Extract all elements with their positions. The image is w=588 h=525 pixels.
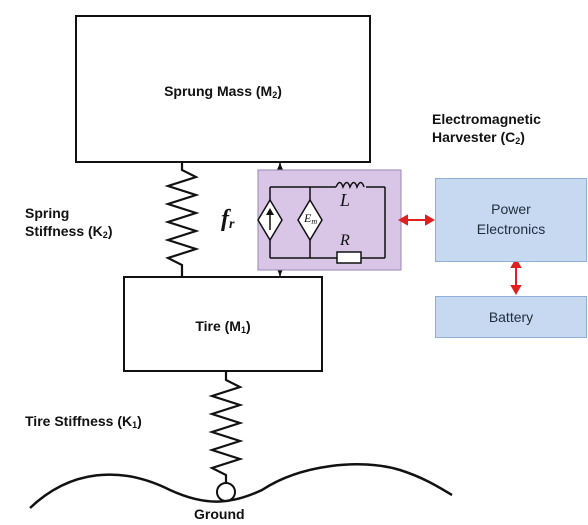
tire-block: Tire (M1)	[123, 276, 323, 372]
tire-label: Tire (M1)	[195, 318, 251, 335]
sprung-mass-block: Sprung Mass (M2)	[75, 15, 371, 163]
inductor	[335, 181, 365, 190]
inductor-label: L	[340, 190, 351, 210]
battery-block: Battery	[435, 296, 587, 338]
spring-k1	[208, 372, 244, 484]
harvester-label: Electromagnetic Harvester (C2)	[432, 111, 541, 146]
power-electronics-line1: Power	[491, 201, 531, 217]
power-electronics-line2: Electronics	[476, 221, 546, 237]
resistor-label: R	[340, 232, 350, 249]
emf-label: Em	[304, 211, 318, 226]
force-symbol: fr	[221, 206, 235, 232]
ground-curve	[29, 463, 453, 509]
sprung-mass-label: Sprung Mass (M2)	[164, 83, 282, 100]
ground-label: Ground	[194, 506, 245, 522]
tire-contact-circle	[216, 482, 236, 502]
spring-k2	[164, 163, 200, 276]
resistor	[336, 251, 362, 264]
spring-stiffness-label: Spring Stiffness (K2)	[25, 205, 113, 240]
power-electronics-block: Power Electronics	[435, 178, 587, 262]
battery-label: Battery	[488, 309, 534, 325]
voltage-source	[297, 198, 323, 242]
tire-stiffness-label: Tire Stiffness (K1)	[25, 413, 142, 430]
